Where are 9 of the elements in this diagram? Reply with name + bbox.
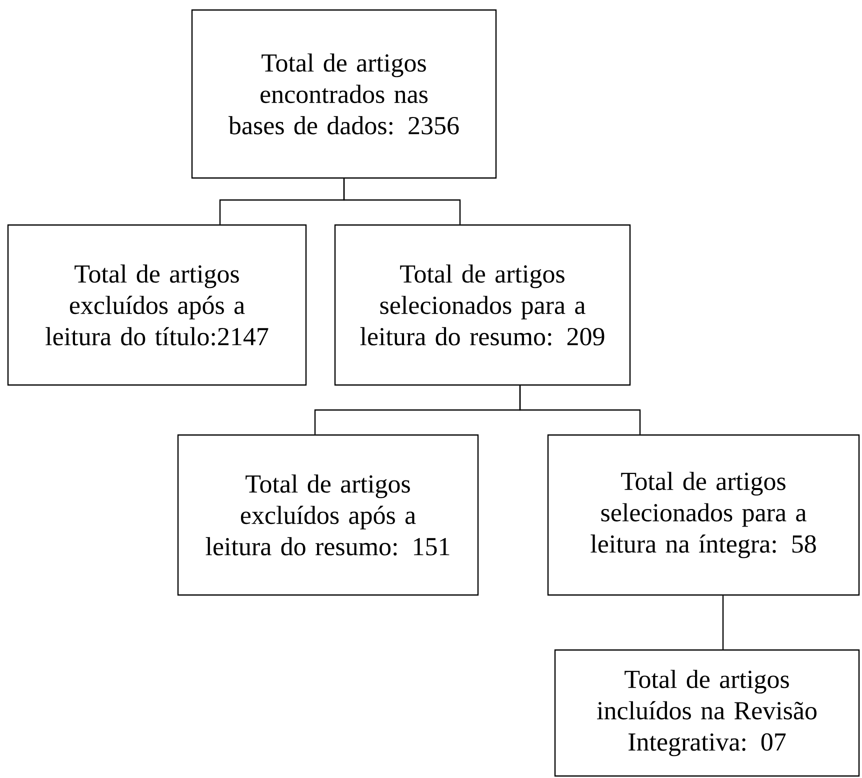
process-box: Total de artigos selecionados para a leitura do resumo: 209	[334, 224, 631, 386]
connector-line	[519, 386, 641, 434]
process-box: Total de artigos excluídos após a leitura do título:2147	[7, 224, 307, 386]
process-box: Total de artigos excluídos após a leitura do resumo: 151	[177, 434, 479, 596]
process-box: Total de artigos selecionados para a leitura na íntegra: 58	[547, 434, 860, 596]
process-box: Total de artigos encontrados nas bases de dados: 2356	[191, 9, 497, 179]
process-box: Total de artigos incluídos na Revisão Integrativa: 07	[554, 649, 860, 777]
connector-line	[722, 596, 724, 650]
connector-line	[343, 178, 461, 224]
